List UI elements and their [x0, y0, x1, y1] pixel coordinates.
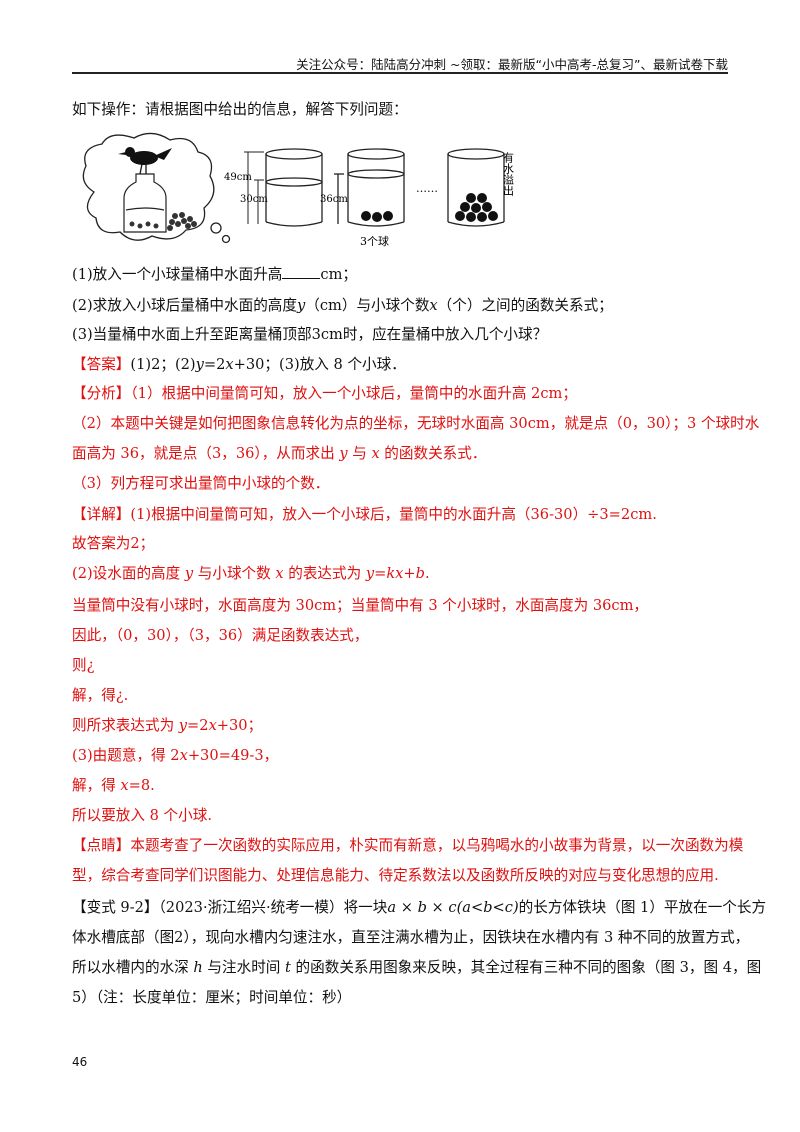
- detail-line-3: (2)设水面的高度 y 与小球个数 x 的表达式为 y=kx+b.: [72, 565, 430, 582]
- detail-line-7: 解，得¿.: [72, 687, 129, 704]
- analysis-line-4: （3）列方程可求出量筒中小球的个数．: [72, 475, 330, 492]
- answer-line: 【答案】(1)2；(2)y=2x+30；(3)放入 8 个小球．: [72, 356, 406, 373]
- intro-text: 如下操作：请根据图中给出的信息，解答下列问题：: [72, 101, 408, 118]
- analysis-line-1: 【分析】（1）根据中间量筒可知，放入一个小球后，量筒中的水面升高 2cm；: [72, 385, 577, 402]
- variant-line-2: 体水槽底部（图2），现向水槽内匀速注水，直至注满水槽为止，因铁块在水槽内有 3 …: [72, 929, 750, 946]
- ellipsis-dots: ……: [416, 182, 438, 195]
- question-2: (2)求放入小球后量桶中水面的高度y（cm）与小球个数x（个）之间的函数关系式；: [72, 297, 613, 314]
- detail-line-11: 所以要放入 8 个小球.: [72, 807, 212, 824]
- label-49cm: 49cm: [224, 172, 252, 183]
- label-36cm: 36cm: [320, 194, 348, 205]
- answer-blank[interactable]: [282, 265, 321, 279]
- variant-line-4: 5）（注：长度单位：厘米；时间单位：秒）: [72, 989, 352, 1006]
- detail-line-8: 则所求表达式为 y=2x+30；: [72, 717, 263, 734]
- cylinder-full: [447, 148, 505, 227]
- detail-line-6: 则¿: [72, 657, 95, 674]
- label-30cm: 30cm: [240, 194, 268, 205]
- detail-line-9: (3)由题意，得 2x+30=49-3，: [72, 747, 279, 764]
- header-text: 关注公众号：陆陆高分冲刺 ~领取：最新版“小中高考-总复习”、最新试卷下载: [296, 57, 728, 72]
- detail-line-1: 【详解】(1)根据中间量筒可知，放入一个小球后，量筒中的水面升高（36-30）÷…: [72, 506, 657, 523]
- balls-three: [361, 211, 393, 222]
- analysis-line-2: （2）本题中关键是如何把图象信息转化为点的坐标，无球时水面高 30cm，就是点（…: [72, 415, 760, 432]
- cylinder-empty: [265, 148, 323, 227]
- page-number: 46: [72, 1055, 88, 1069]
- page-header: 关注公众号：陆陆高分冲刺 ~领取：最新版“小中高考-总复习”、最新试卷下载: [72, 50, 728, 74]
- detail-line-2: 故答案为2；: [72, 535, 155, 552]
- crow-water-figure: 49cm 30cm 36cm 3个球 …… 有水溢出: [82, 132, 515, 248]
- variant-line-1: 【变式 9-2】（2023·浙江绍兴·统考一模）将一块a × b × c(a<b…: [72, 899, 767, 916]
- detail-line-10: 解，得 x=8.: [72, 777, 155, 794]
- point-line-2: 型，综合考查同学们识图能力、处理信息能力、待定系数法以及函数所反映的对应与变化思…: [72, 867, 719, 884]
- overflow-label: 有水溢出: [502, 151, 515, 196]
- analysis-line-3: 面高为 36，就是点（3，36），从而求出 y 与 x 的函数关系式．: [72, 445, 487, 462]
- label-three-balls: 3个球: [360, 234, 389, 248]
- dimension-arrows-1: [244, 151, 264, 224]
- crow-icon: [118, 147, 172, 175]
- bottle-icon: [123, 173, 167, 233]
- detail-line-5: 因此，（0，30），（3，36）满足函数表达式，: [72, 627, 369, 644]
- thought-cloud: [82, 132, 231, 244]
- pebbles-icon: [129, 212, 197, 231]
- detail-line-4: 当量筒中没有小球时，水面高度为 30cm；当量筒中有 3 个小球时，水面高度为 …: [72, 597, 649, 614]
- balls-many: [455, 193, 498, 222]
- variant-line-3: 所以水槽内的水深 h 与注水时间 t 的函数关系用图象来反映，其全过程有三种不同…: [72, 959, 762, 976]
- point-line-1: 【点睛】本题考查了一次函数的实际应用，朴实而有新意，以乌鸦喝水的小故事为背景，以…: [72, 837, 744, 854]
- cylinder-three-balls: [334, 148, 405, 227]
- question-3: (3)当量桶中水面上升至距离量桶顶部3cm时，应在量桶中放入几个小球？: [72, 326, 548, 343]
